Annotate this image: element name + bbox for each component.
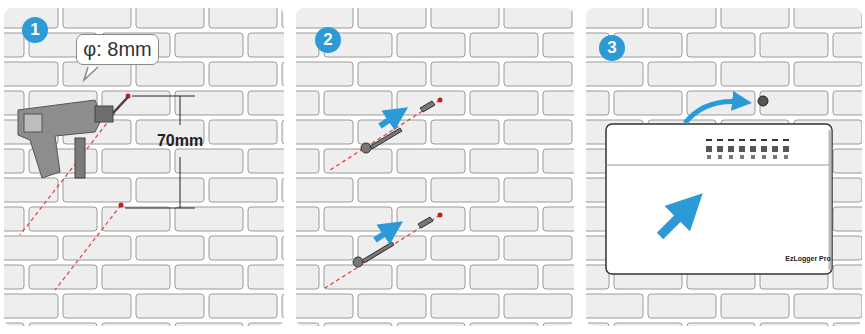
step-number: 3 [607,38,616,58]
step-number: 1 [30,20,39,40]
callout-pointer [84,67,98,80]
callout-number: 2 [315,27,341,53]
mount-arrows [660,101,742,236]
brick-wall [586,8,862,326]
screw-head [758,96,768,106]
dimension-lines [125,96,195,208]
screw-anchors [353,101,435,267]
anchor-guides [325,98,443,289]
hole-diameter: φ: 8mm [83,38,152,61]
status-leds [706,139,789,159]
device-name: EzLogger Pro [785,255,831,262]
brick-wall [4,8,284,326]
callout-number: 3 [599,35,625,61]
callout-number: 1 [22,17,48,43]
dimension-label: 70mm [157,132,203,150]
data-logger [606,124,832,274]
insert-arrows [375,114,398,240]
drill-size-callout: φ: 8mm [76,34,159,65]
step-number: 2 [323,30,332,50]
brick-wall [296,8,574,326]
drill [18,97,128,178]
